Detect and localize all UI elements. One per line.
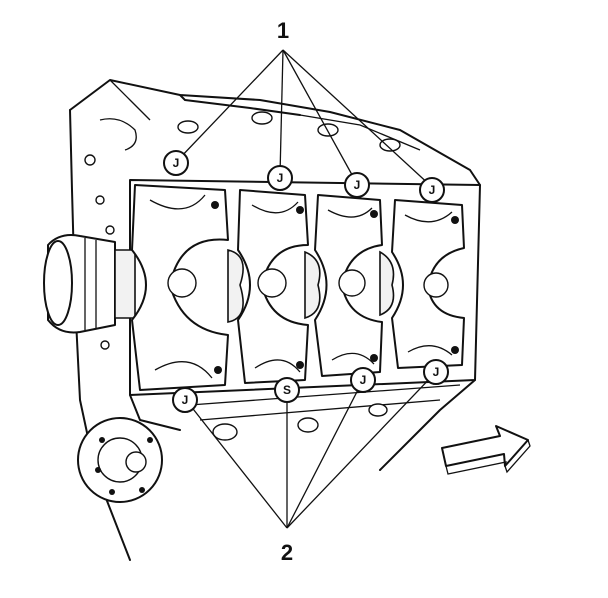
bolt-markers-top: J J J J — [163, 150, 445, 203]
bolt-marker: J — [267, 165, 293, 191]
bolt-marker: J — [423, 359, 449, 385]
callout-2-leaders — [185, 371, 437, 529]
main-bearing-caps — [131, 184, 465, 391]
bearing-cap-2 — [237, 189, 309, 384]
bolt-marker: J — [163, 150, 189, 176]
bolt-marker: S — [274, 377, 300, 403]
svg-text:J: J — [433, 365, 440, 379]
bolt-marker: J — [419, 177, 445, 203]
bearing-cap-3 — [314, 194, 383, 377]
callout-1-leaders — [177, 49, 433, 188]
callout-label-2: 2 — [281, 540, 293, 565]
svg-text:J: J — [354, 178, 361, 192]
callout-label-1: 1 — [277, 18, 289, 43]
svg-text:J: J — [182, 393, 189, 407]
bearing-cap-1 — [131, 184, 229, 391]
svg-text:S: S — [283, 383, 291, 397]
svg-text:J: J — [277, 171, 284, 185]
front-direction-arrow-icon — [441, 425, 531, 475]
svg-text:J: J — [173, 156, 180, 170]
bolt-markers-bottom: J S J J — [172, 359, 449, 413]
svg-text:J: J — [360, 373, 367, 387]
bolt-marker: J — [350, 367, 376, 393]
bolt-marker: J — [172, 387, 198, 413]
bolt-marker: J — [344, 172, 370, 198]
svg-text:J: J — [429, 183, 436, 197]
crankshaft-snout — [43, 234, 136, 334]
timing-cover-casting — [77, 403, 388, 503]
